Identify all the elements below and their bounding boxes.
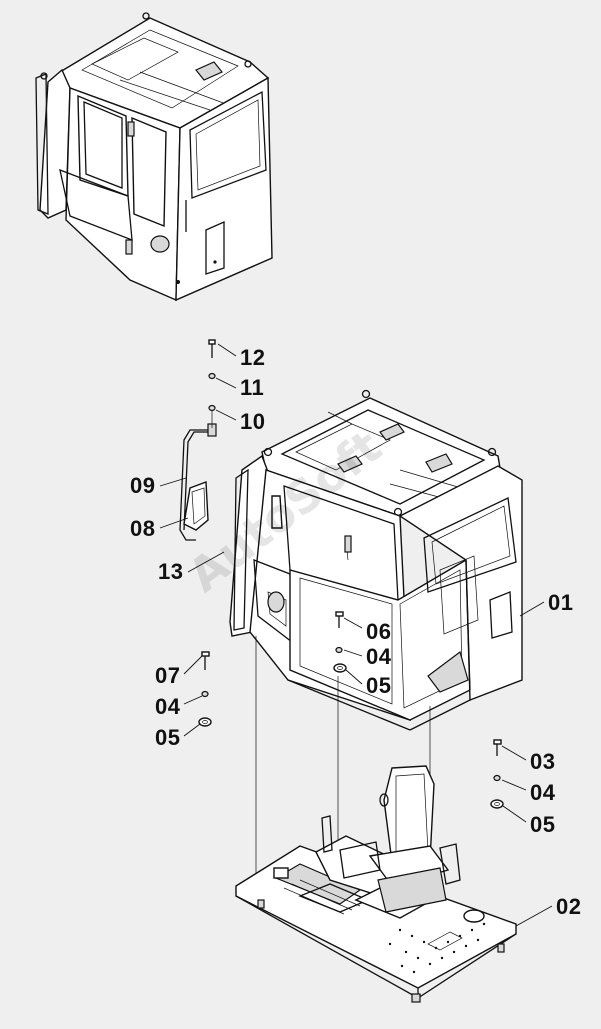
callout-13: 13: [158, 559, 184, 584]
callout-10: 10: [240, 409, 266, 434]
floor-plate-assembly: [235, 765, 517, 1003]
cab-body: [229, 389, 523, 731]
callout-09: 09: [130, 473, 156, 498]
callout-02: 02: [556, 894, 582, 919]
callout-01: 01: [548, 590, 574, 615]
assembled-cab: [35, 12, 273, 302]
mirror-assembly: [179, 423, 217, 541]
callout-11: 11: [240, 375, 265, 400]
hardware-03-04-05: [490, 739, 504, 809]
leader-lines: [159, 343, 553, 927]
callout-04-left: 04: [155, 694, 181, 719]
callout-07: 07: [155, 663, 181, 688]
callout-08: 08: [130, 516, 156, 541]
callout-04-middle: 04: [366, 644, 392, 669]
callout-12: 12: [240, 345, 266, 370]
callout-05-left: 05: [155, 725, 181, 750]
hardware-06-04-05: [333, 611, 347, 673]
callout-03: 03: [530, 749, 556, 774]
callout-05-middle: 05: [366, 673, 392, 698]
hardware-07-04-05: [198, 651, 212, 727]
callout-05-right: 05: [530, 812, 556, 837]
callout-04-right: 04: [530, 780, 556, 805]
hardware-12-11-10: [208, 339, 216, 412]
callout-06: 06: [366, 619, 392, 644]
